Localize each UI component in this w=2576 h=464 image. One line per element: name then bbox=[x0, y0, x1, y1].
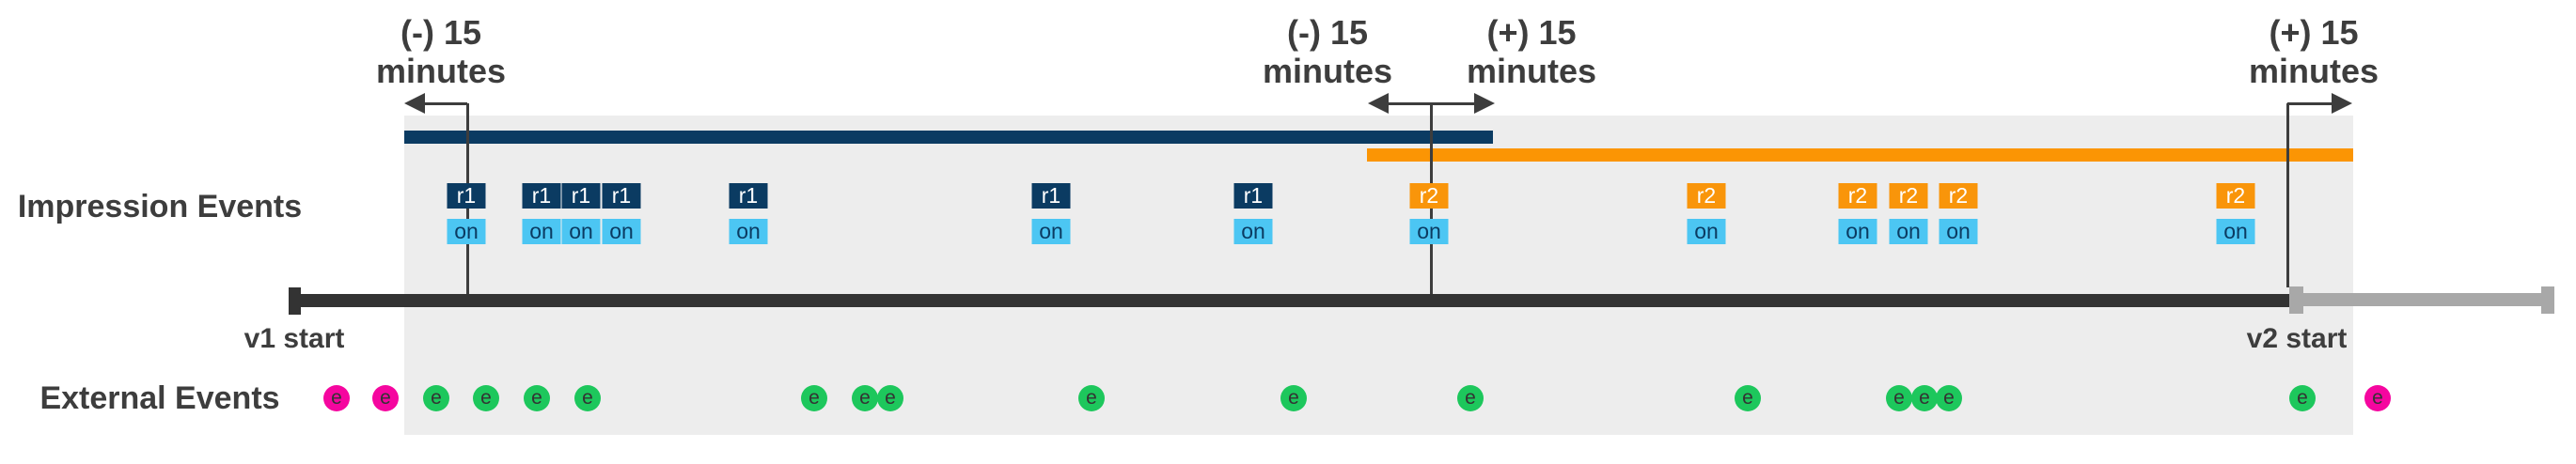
analysis-window-panel bbox=[404, 116, 2353, 435]
status-on-badge: on bbox=[729, 219, 768, 244]
arrowhead-right-icon bbox=[2332, 93, 2352, 114]
impression-event-r1: r1 on bbox=[522, 183, 561, 244]
external-event-included: e bbox=[1735, 385, 1761, 411]
offset-arrow-line bbox=[2287, 102, 2335, 105]
recommendation-badge: r1 bbox=[447, 183, 486, 209]
recommendation-badge: r2 bbox=[2216, 183, 2255, 209]
recommendation-badge: r1 bbox=[729, 183, 768, 209]
impression-event-r2: r2 on bbox=[1939, 183, 1978, 244]
offset-label-line2: minutes bbox=[1466, 52, 1597, 90]
impression-event-r1: r1 on bbox=[1233, 183, 1273, 244]
external-event-included: e bbox=[877, 385, 903, 411]
v1-coverage-bar bbox=[404, 131, 1493, 144]
v2-timeline-cap bbox=[2289, 286, 2303, 314]
recommendation-badge: r2 bbox=[1889, 183, 1928, 209]
external-event-excluded: e bbox=[2364, 385, 2391, 411]
status-on-badge: on bbox=[522, 219, 561, 244]
arrowhead-right-icon bbox=[1474, 93, 1495, 114]
v2-timeline-cap bbox=[2541, 286, 2554, 314]
impression-event-r1: r1 on bbox=[561, 183, 601, 244]
external-event-included: e bbox=[473, 385, 499, 411]
external-event-included: e bbox=[524, 385, 550, 411]
recommendation-badge: r2 bbox=[1838, 183, 1877, 209]
offset-label-line1: (-) 15 bbox=[1286, 13, 1368, 52]
offset-label-line1: (-) 15 bbox=[400, 13, 481, 52]
impression-events-row-label: Impression Events bbox=[17, 189, 303, 224]
status-on-badge: on bbox=[1838, 219, 1877, 244]
status-on-badge: on bbox=[1031, 219, 1071, 244]
v1-timeline-cap bbox=[289, 287, 301, 315]
external-event-included: e bbox=[1078, 385, 1105, 411]
arrowhead-left-icon bbox=[404, 93, 425, 114]
offset-label-line1: (+) 15 bbox=[1486, 13, 1577, 52]
v2-coverage-bar bbox=[1367, 148, 2353, 162]
external-event-excluded: e bbox=[323, 385, 350, 411]
offset-label-line2: minutes bbox=[1262, 52, 1393, 90]
status-on-badge: on bbox=[447, 219, 486, 244]
offset-marker-line bbox=[2286, 103, 2289, 287]
impression-event-r2: r2 on bbox=[1409, 183, 1449, 244]
v2-start-label: v2 start bbox=[2246, 323, 2348, 354]
recommendation-badge: r1 bbox=[561, 183, 601, 209]
recommendation-badge: r2 bbox=[1687, 183, 1726, 209]
status-on-badge: on bbox=[1939, 219, 1978, 244]
external-event-included: e bbox=[1886, 385, 1912, 411]
status-on-badge: on bbox=[561, 219, 601, 244]
external-event-included: e bbox=[423, 385, 449, 411]
external-event-included: e bbox=[801, 385, 827, 411]
offset-label-line2: minutes bbox=[2248, 52, 2380, 90]
external-events-row-label: External Events bbox=[39, 380, 280, 416]
impression-event-r2: r2 on bbox=[1889, 183, 1928, 244]
impression-event-r2: r2 on bbox=[2216, 183, 2255, 244]
external-event-excluded: e bbox=[372, 385, 399, 411]
offset-label-line1: (+) 15 bbox=[2269, 13, 2359, 52]
status-on-badge: on bbox=[1233, 219, 1273, 244]
v2-timeline-bar bbox=[2289, 293, 2543, 306]
external-event-included: e bbox=[852, 385, 878, 411]
impression-event-r1: r1 on bbox=[1031, 183, 1071, 244]
recommendation-badge: r2 bbox=[1409, 183, 1449, 209]
recommendation-badge: r1 bbox=[602, 183, 641, 209]
status-on-badge: on bbox=[602, 219, 641, 244]
recommendation-badge: r1 bbox=[1031, 183, 1071, 209]
impression-event-r1: r1 on bbox=[602, 183, 641, 244]
v1-start-label: v1 start bbox=[243, 323, 345, 354]
external-event-included: e bbox=[1280, 385, 1307, 411]
recommendation-badge: r1 bbox=[522, 183, 561, 209]
offset-arrow-line bbox=[421, 102, 467, 105]
offset-label-line2: minutes bbox=[375, 52, 507, 90]
recommendation-badge: r1 bbox=[1233, 183, 1273, 209]
external-event-included: e bbox=[1936, 385, 1962, 411]
status-on-badge: on bbox=[1889, 219, 1928, 244]
external-event-included: e bbox=[574, 385, 601, 411]
offset-arrow-line bbox=[1385, 102, 1478, 105]
external-event-included: e bbox=[1911, 385, 1938, 411]
v1-timeline-bar bbox=[289, 294, 2289, 307]
recommendation-badge: r2 bbox=[1939, 183, 1978, 209]
external-event-included: e bbox=[1457, 385, 1484, 411]
impression-event-r2: r2 on bbox=[1687, 183, 1726, 244]
impression-event-r1: r1 on bbox=[729, 183, 768, 244]
status-on-badge: on bbox=[1409, 219, 1449, 244]
status-on-badge: on bbox=[1687, 219, 1726, 244]
arrowhead-left-icon bbox=[1368, 93, 1389, 114]
impression-event-r2: r2 on bbox=[1838, 183, 1877, 244]
external-event-included: e bbox=[2289, 385, 2316, 411]
impression-event-r1: r1 on bbox=[447, 183, 486, 244]
status-on-badge: on bbox=[2216, 219, 2255, 244]
